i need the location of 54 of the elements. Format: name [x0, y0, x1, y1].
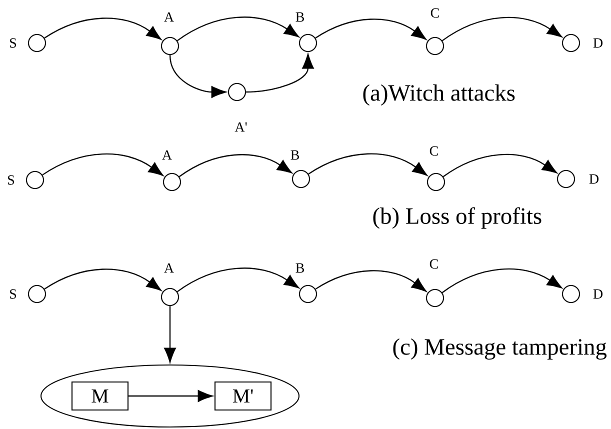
node-label: D — [589, 174, 599, 184]
node-label: B — [290, 150, 299, 160]
node-label: S — [8, 175, 14, 185]
node-label: S — [10, 38, 16, 48]
node-circle — [556, 170, 576, 188]
arrow — [164, 306, 176, 363]
node-circle — [562, 34, 580, 52]
node-circle — [426, 36, 444, 56]
node-circle — [298, 284, 318, 304]
arrow — [442, 154, 558, 178]
panel-caption: (a)Witch attacks — [363, 84, 515, 106]
node-circle — [228, 82, 246, 102]
node-circle — [28, 34, 46, 52]
node-label: C — [430, 259, 438, 269]
panel-caption: (c) Message tampering — [393, 338, 606, 360]
arrow — [176, 16, 300, 42]
arrow — [315, 18, 426, 40]
node-circle — [28, 284, 46, 304]
node-circle — [160, 36, 180, 56]
arrow — [178, 154, 292, 178]
panel-caption: (b) Loss of profits — [373, 207, 542, 229]
node-label: A — [164, 263, 174, 273]
node-label: A — [162, 150, 172, 160]
node-label: B — [296, 12, 304, 22]
arrow — [169, 54, 226, 98]
message-box: M' — [214, 381, 272, 411]
message-box: M — [71, 381, 129, 411]
node-label: C — [430, 146, 438, 156]
arrow — [128, 390, 213, 402]
node-label: B — [296, 263, 304, 273]
arrow — [176, 268, 300, 292]
node-label: S — [10, 289, 16, 299]
arrow — [246, 54, 314, 93]
node-circle — [298, 34, 318, 52]
node-label: A' — [234, 122, 247, 132]
node-circle — [26, 170, 44, 190]
node-label: C — [430, 8, 439, 18]
node-label: D — [593, 38, 603, 48]
node-label: D — [593, 289, 603, 299]
node-circle — [292, 170, 310, 188]
arrow — [315, 270, 426, 292]
node-circle — [562, 284, 580, 304]
arrow — [44, 18, 162, 40]
arrow — [442, 16, 562, 42]
node-circle — [426, 172, 446, 192]
message-ellipse — [40, 364, 300, 428]
node-circle — [426, 288, 444, 308]
node-circle — [162, 172, 182, 192]
arrow — [308, 153, 428, 176]
node-label: A — [164, 12, 174, 22]
arrow — [42, 153, 164, 176]
arrow — [44, 268, 162, 291]
arrow — [442, 268, 562, 294]
node-circle — [160, 288, 180, 306]
